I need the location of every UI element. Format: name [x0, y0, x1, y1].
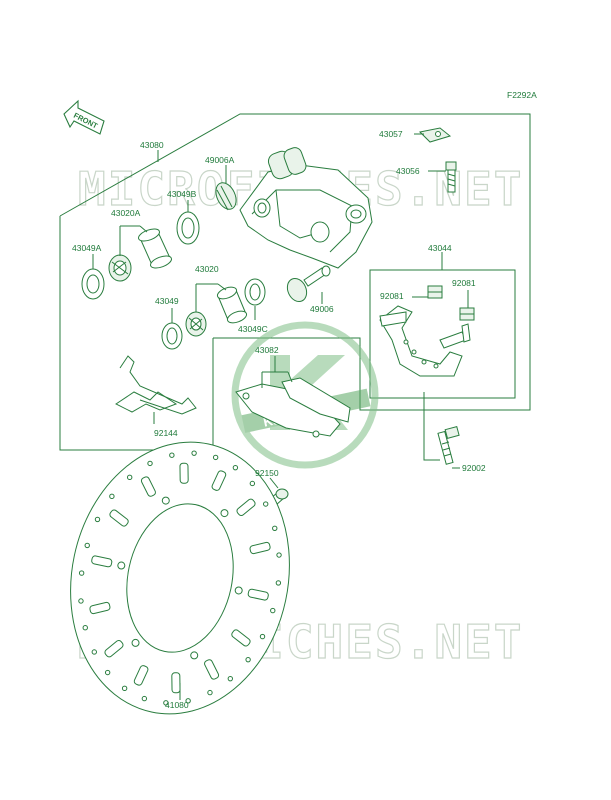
disc-hole: [232, 464, 239, 471]
disc-mount-hole: [161, 496, 170, 505]
disc-hole: [91, 649, 98, 655]
pad-frame: [213, 337, 418, 411]
disc-hole: [276, 552, 282, 558]
pin-boot-lower: [286, 265, 331, 303]
label-92002: 92002: [462, 463, 486, 473]
disc-mount-hole: [117, 561, 126, 570]
piston-43020: [216, 286, 248, 324]
label-41080: 41080: [165, 700, 189, 710]
disc-slot: [104, 639, 124, 658]
disc-slot: [133, 665, 149, 686]
label-43056: 43056: [396, 166, 420, 176]
label-43057: 43057: [379, 129, 403, 139]
label-43049b: 43049B: [167, 189, 197, 199]
insulator-43020a: [108, 254, 132, 282]
disc-mount-hole: [190, 651, 199, 660]
label-49006: 49006: [310, 304, 334, 314]
label-92144: 92144: [154, 428, 178, 438]
disc-slot: [171, 672, 181, 694]
disc-hole: [207, 689, 213, 696]
seal-43049c: [244, 278, 266, 306]
disc-hole: [245, 656, 251, 663]
bleeder-valve: [445, 161, 457, 193]
label-49006a: 49006A: [205, 155, 235, 165]
disc-hole: [169, 452, 175, 458]
label-92081-b: 92081: [452, 278, 476, 288]
caliper-body: [239, 147, 373, 269]
bracket-frame: [369, 269, 516, 399]
disc-slot: [249, 541, 271, 555]
pin-boot-upper: [215, 182, 237, 211]
pad-spring-clip-b: [459, 307, 475, 321]
mounting-bolt: [437, 425, 460, 465]
bleeder-cap: [418, 127, 452, 143]
insulator-43020: [185, 311, 207, 337]
disc-mount-hole: [234, 586, 243, 595]
disc-hole: [147, 460, 153, 467]
disc-hole: [94, 516, 101, 523]
disc-hole: [212, 454, 219, 461]
label-43082: 43082: [255, 345, 279, 355]
disc-hole: [109, 493, 115, 500]
disc-hole: [126, 474, 133, 481]
front-arrow-icon: FRONT: [63, 99, 105, 135]
label-43044: 43044: [428, 243, 452, 253]
disc-hole: [249, 480, 256, 487]
disc-slot: [89, 601, 111, 615]
disc-mount-hole: [220, 509, 229, 518]
disc-hole: [121, 685, 128, 692]
pad-spring-clip-a: [427, 285, 443, 299]
figure-code: F2292A: [507, 90, 537, 100]
label-43080: 43080: [140, 140, 164, 150]
label-43049: 43049: [155, 296, 179, 306]
assembly-frame: [59, 113, 531, 411]
label-92081-a: 92081: [380, 291, 404, 301]
disc-slot: [211, 470, 227, 491]
disc-hole: [82, 625, 88, 631]
disc-hole: [104, 669, 111, 676]
disc-hole: [84, 542, 90, 549]
disc-hole: [141, 695, 148, 702]
disc-hole: [163, 700, 169, 706]
disc-hole: [259, 633, 266, 640]
brake-pads: [235, 371, 351, 438]
disc-hole: [78, 598, 84, 604]
disc-slot: [179, 462, 189, 484]
disc-slot: [109, 509, 129, 527]
label-43020: 43020: [195, 264, 219, 274]
label-43049a: 43049A: [72, 243, 102, 253]
seal-43049: [161, 322, 183, 350]
piston-43020a: [138, 228, 172, 269]
brake-disc: [70, 441, 290, 715]
seal-43049b: [176, 211, 200, 245]
disc-hole: [262, 501, 269, 507]
label-43020a: 43020A: [111, 208, 141, 218]
disc-slot: [236, 498, 256, 517]
seal-43049a: [81, 268, 105, 300]
disc-hole: [227, 675, 234, 682]
label-92150: 92150: [255, 468, 279, 478]
disc-slot: [247, 588, 269, 601]
caliper-bracket: [379, 305, 471, 377]
disc-mount-hole: [131, 638, 140, 647]
disc-hole: [185, 698, 191, 704]
pad-spring: [115, 355, 197, 415]
disc-hole: [270, 607, 276, 614]
label-43049c: 43049C: [238, 324, 268, 334]
disc-slot: [231, 629, 251, 647]
disc-hole: [275, 580, 282, 586]
disc-slot: [204, 659, 220, 680]
disc-slot: [140, 476, 156, 497]
disc-hole: [191, 450, 197, 456]
disc-hole: [272, 525, 278, 531]
disc-slot: [91, 555, 113, 568]
disc-hole: [78, 570, 85, 576]
